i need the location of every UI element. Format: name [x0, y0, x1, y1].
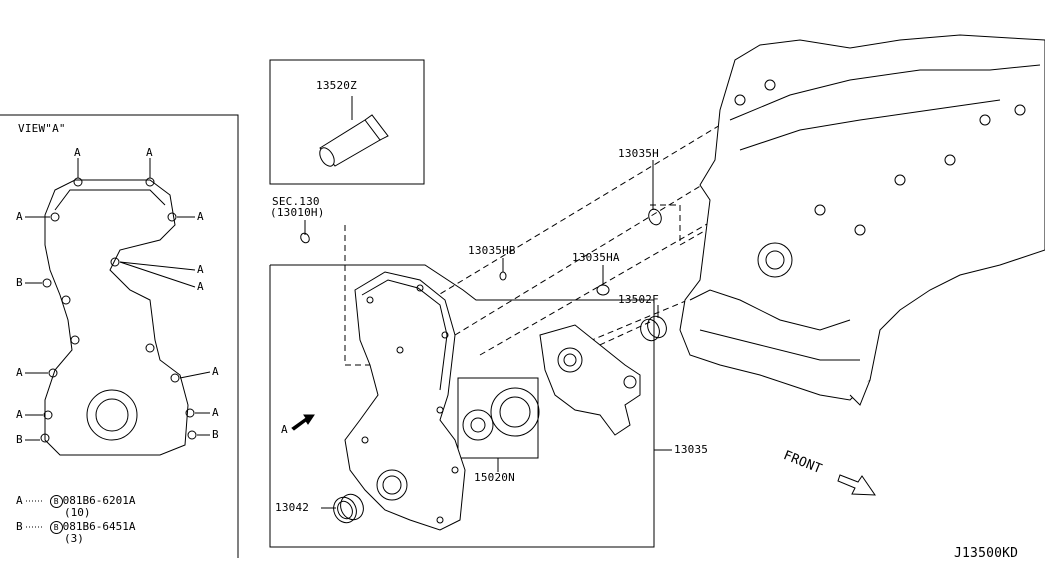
bolt-a-label: A [197, 210, 204, 223]
gear-box [457, 377, 539, 459]
bolt-a-label: A [16, 408, 23, 421]
legend-b-key: B [16, 520, 23, 533]
legend-b-circle: B [49, 520, 63, 534]
oil-pump-drawing [539, 324, 641, 436]
bolt-a-label: A [197, 280, 204, 293]
engine-block-drawing [679, 34, 1045, 406]
legend-a-part: 081B6-6201A [62, 494, 136, 507]
part-13035h: 13035H [618, 147, 659, 160]
bolt-a-label: A [212, 406, 219, 419]
view-direction-arrow-icon [291, 414, 315, 431]
legend-b-part: 081B6-6451A [62, 520, 136, 533]
bolt-a-label: A [16, 366, 23, 379]
part-15020n: 15020N [474, 471, 515, 484]
bolt-b-label: B [16, 433, 23, 446]
part-13035hb: 13035HB [468, 244, 516, 257]
view-a-frame [0, 114, 239, 558]
bolt-a-label: A [146, 146, 153, 159]
bolt-b-label: B [16, 276, 23, 289]
sealant-tube-icon [319, 96, 389, 167]
bolt-a-label: A [74, 146, 81, 159]
front-arrow-icon [837, 474, 876, 496]
part-13520z: 13520Z [316, 79, 357, 92]
bolt-a-label: A [197, 263, 204, 276]
legend-a-circle: B [49, 494, 63, 508]
bolt-a-label: A [16, 210, 23, 223]
part-13035: 13035 [674, 443, 709, 456]
diagram-code: J13500KD [954, 546, 1019, 561]
part-sec130: SEC.130 [272, 195, 320, 208]
view-a-title: VIEW"A" [18, 122, 66, 135]
legend-a-key: A [16, 494, 23, 507]
pump-gears-drawing [462, 387, 540, 441]
seal-13502f [640, 315, 667, 342]
timing-cover-box [269, 264, 655, 548]
part-13502f: 13502F [618, 293, 659, 306]
legend-b-qty: (3) [64, 532, 84, 545]
part-13035ha: 13035HA [572, 251, 620, 264]
view-a-leaders [25, 158, 211, 441]
seal-13042 [333, 493, 364, 524]
view-direction-label: A [281, 423, 288, 436]
view-a-cover-drawing [40, 177, 197, 456]
part-13042: 13042 [275, 501, 310, 514]
legend-a-qty: (10) [64, 506, 91, 519]
sealant-box [269, 59, 425, 185]
bolt-b-label: B [212, 428, 219, 441]
part-sec130-sub: (13010H) [270, 206, 325, 219]
bolt-a-label: A [212, 365, 219, 378]
timing-cover-drawing [344, 271, 466, 531]
